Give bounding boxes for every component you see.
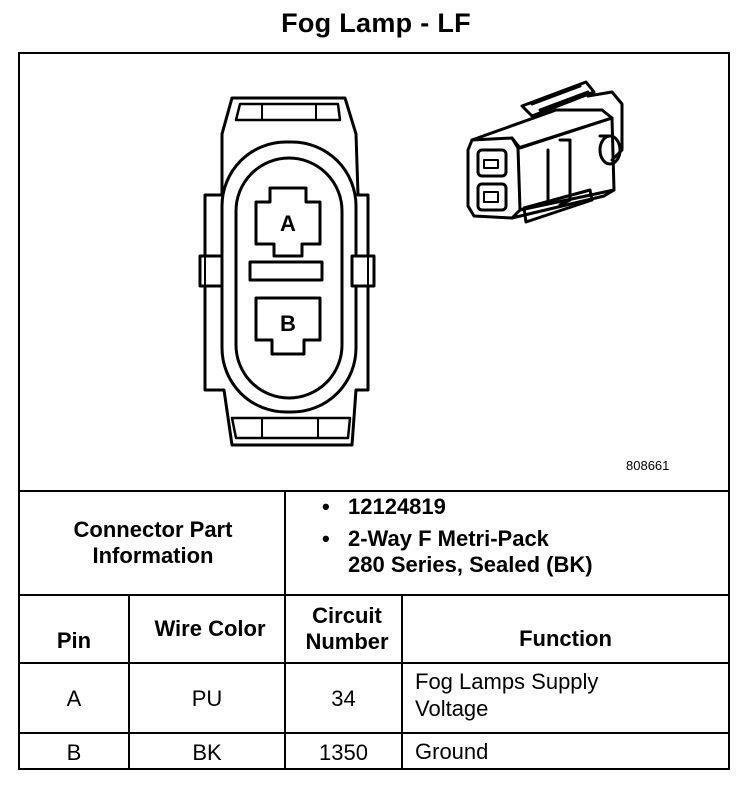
row-b-wire-color: BK [192, 739, 222, 765]
table-divider-col2 [284, 594, 286, 770]
figure-id: 808661 [626, 458, 670, 473]
page-title: Fog Lamp - LF [281, 8, 471, 38]
connector-face-view [198, 96, 376, 447]
table-divider-row2 [18, 732, 730, 734]
row-b-circuit-number: 1350 [319, 739, 368, 765]
row-a-function: Fog Lamps Supply Voltage [415, 669, 599, 721]
center-divider [248, 260, 324, 282]
row-b-function: Ground [415, 739, 489, 764]
housing-outline [203, 96, 370, 447]
diagram-frame [18, 52, 730, 770]
connector-info-label: Connector Part Information [73, 517, 233, 568]
row-a-pin: A [66, 685, 82, 711]
table-divider-row1 [18, 662, 730, 664]
bullet-dot: • [322, 494, 330, 519]
connector-info-item: • 2-Way F Metri-Pack 280 Series, Sealed … [322, 526, 593, 577]
table-divider-connector [284, 490, 286, 594]
header-wire-color: Wire Color [154, 616, 266, 641]
table-divider-col3 [401, 594, 403, 770]
header-pin: Pin [56, 628, 92, 653]
row-a-circuit-number: 34 [331, 685, 356, 711]
cavity-a [254, 186, 322, 258]
connector-info-list: • 12124819 • 2-Way F Metri-Pack 280 Seri… [322, 494, 722, 584]
table-top-border [18, 490, 730, 492]
header-circuit-number: Circuit Number [305, 603, 389, 654]
connector-perspective-view [466, 80, 624, 224]
housing-bottom-rib [230, 416, 352, 440]
left-latch [198, 254, 224, 288]
table-divider-col1 [128, 594, 130, 770]
housing-top-rib [234, 102, 342, 122]
row-a-wire-color: PU [191, 685, 223, 711]
pin-label-a: A [280, 211, 296, 236]
inner-seal [234, 156, 344, 400]
connector-info-item: • 12124819 [322, 494, 446, 519]
header-function: Function [519, 626, 612, 651]
row-b-pin: B [66, 739, 82, 765]
bullet-dot: • [322, 526, 330, 551]
right-latch [350, 254, 376, 288]
cavity-b [254, 296, 322, 356]
pin-label-b: B [280, 311, 296, 336]
table-divider-header [18, 594, 730, 596]
